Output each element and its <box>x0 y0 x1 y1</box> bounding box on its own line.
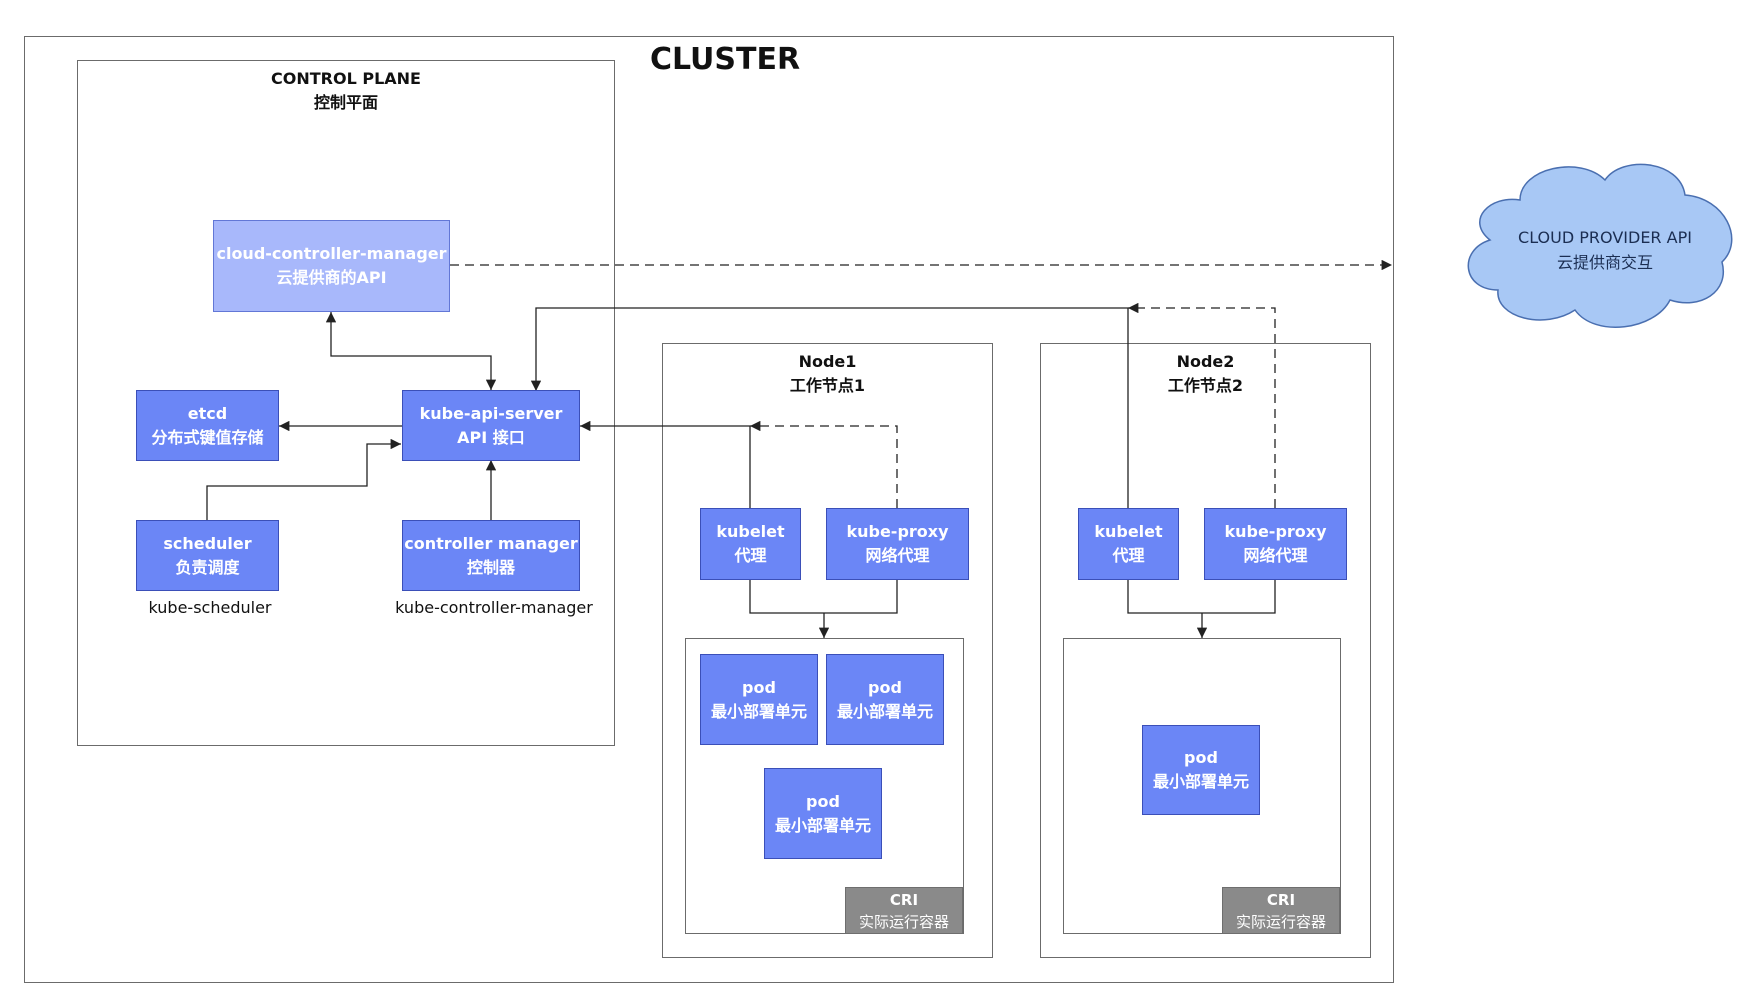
node2-kubelet-desc: 代理 <box>1112 546 1145 565</box>
pod-name: pod <box>1184 748 1218 767</box>
node2-kubelet-name: kubelet <box>1094 522 1163 541</box>
controller-manager-desc: 控制器 <box>466 557 515 577</box>
node1-kube-proxy-box: kube-proxy 网络代理 <box>826 508 969 580</box>
node2-kubelet-api-connector <box>530 307 1129 508</box>
cloud-provider-desc: 云提供商交互 <box>1556 253 1653 272</box>
cri-desc: 实际运行容器 <box>1235 912 1326 931</box>
cri-desc: 实际运行容器 <box>858 912 949 931</box>
cloud-controller-manager-box: cloud-controller-manager 云提供商的API <box>213 220 450 312</box>
node1-frame: Node1 工作节点1 <box>662 343 993 958</box>
pod-name: pod <box>868 677 902 697</box>
ccm-api-connector <box>325 312 497 390</box>
node2-frame: Node2 工作节点2 <box>1040 343 1371 958</box>
cluster-title: CLUSTER <box>649 42 801 77</box>
node2-kubelet-box: kubelet 代理 <box>1078 508 1179 580</box>
node2-pod-container <box>1063 638 1341 934</box>
scheduler-desc: 负责调度 <box>175 557 240 577</box>
controller-manager-name: controller manager <box>404 533 578 553</box>
kube-api-server-box: kube-api-server API 接口 <box>402 390 580 461</box>
kube-api-server-desc: API 接口 <box>457 427 525 447</box>
pod-desc: 最小部署单元 <box>1152 772 1249 791</box>
scheduler-caption: kube-scheduler <box>148 598 272 617</box>
node1-kube-proxy-desc: 网络代理 <box>865 546 930 565</box>
scheduler-api-connector <box>206 438 401 520</box>
node2-proxy-kubelet-connector <box>1128 302 1276 508</box>
cluster-frame <box>24 36 1394 983</box>
pod-name: pod <box>806 791 840 811</box>
etcd-desc: 分布式键值存储 <box>151 427 264 447</box>
node2-kube-proxy-box: kube-proxy 网络代理 <box>1204 508 1347 580</box>
control-plane-title: CONTROL PLANE <box>271 69 421 88</box>
node1-kubelet-desc: 代理 <box>734 546 767 565</box>
kube-api-server-name: kube-api-server <box>419 403 563 423</box>
node2-subtitle: 工作节点2 <box>1167 376 1244 395</box>
node1-pod-2: pod 最小部署单元 <box>826 654 944 745</box>
control-plane-subtitle: 控制平面 <box>313 93 378 112</box>
node1-proxy-kubelet-connector <box>750 420 898 508</box>
cri-name: CRI <box>1266 890 1296 909</box>
cloud-controller-manager-desc: 云提供商的API <box>276 268 387 287</box>
cloud-controller-manager-name: cloud-controller-manager <box>216 244 447 263</box>
node2-kube-proxy-desc: 网络代理 <box>1243 546 1308 565</box>
cri-name: CRI <box>889 890 919 909</box>
pod-name: pod <box>742 677 776 697</box>
scheduler-box: scheduler 负责调度 <box>136 520 279 591</box>
pod-desc: 最小部署单元 <box>710 701 807 721</box>
controller-manager-box: controller manager 控制器 <box>402 520 580 591</box>
node1-kubelet-name: kubelet <box>716 522 785 541</box>
node1-pod-container <box>685 638 964 934</box>
node1-pod-1: pod 最小部署单元 <box>700 654 818 745</box>
etcd-box: etcd 分布式键值存储 <box>136 390 279 461</box>
control-plane-frame: CONTROL PLANE 控制平面 <box>77 60 615 746</box>
node1-title: Node1 <box>798 352 857 371</box>
node1-kube-proxy-name: kube-proxy <box>846 522 949 541</box>
node2-cri-box: CRI 实际运行容器 <box>1222 887 1340 934</box>
node2-pod-1: pod 最小部署单元 <box>1142 725 1260 815</box>
cloud-provider-title: CLOUD PROVIDER API <box>1518 228 1692 247</box>
controller-manager-caption: kube-controller-manager <box>395 598 593 617</box>
node1-subtitle: 工作节点1 <box>789 376 866 395</box>
node1-kubelet-box: kubelet 代理 <box>700 508 801 580</box>
node2-kube-proxy-name: kube-proxy <box>1224 522 1327 541</box>
node2-title: Node2 <box>1176 352 1235 371</box>
etcd-name: etcd <box>187 403 228 423</box>
scheduler-name: scheduler <box>163 533 252 553</box>
pod-desc: 最小部署单元 <box>836 701 933 721</box>
node1-pod-3: pod 最小部署单元 <box>764 768 882 859</box>
pod-desc: 最小部署单元 <box>774 815 871 835</box>
node1-cri-box: CRI 实际运行容器 <box>845 887 963 934</box>
